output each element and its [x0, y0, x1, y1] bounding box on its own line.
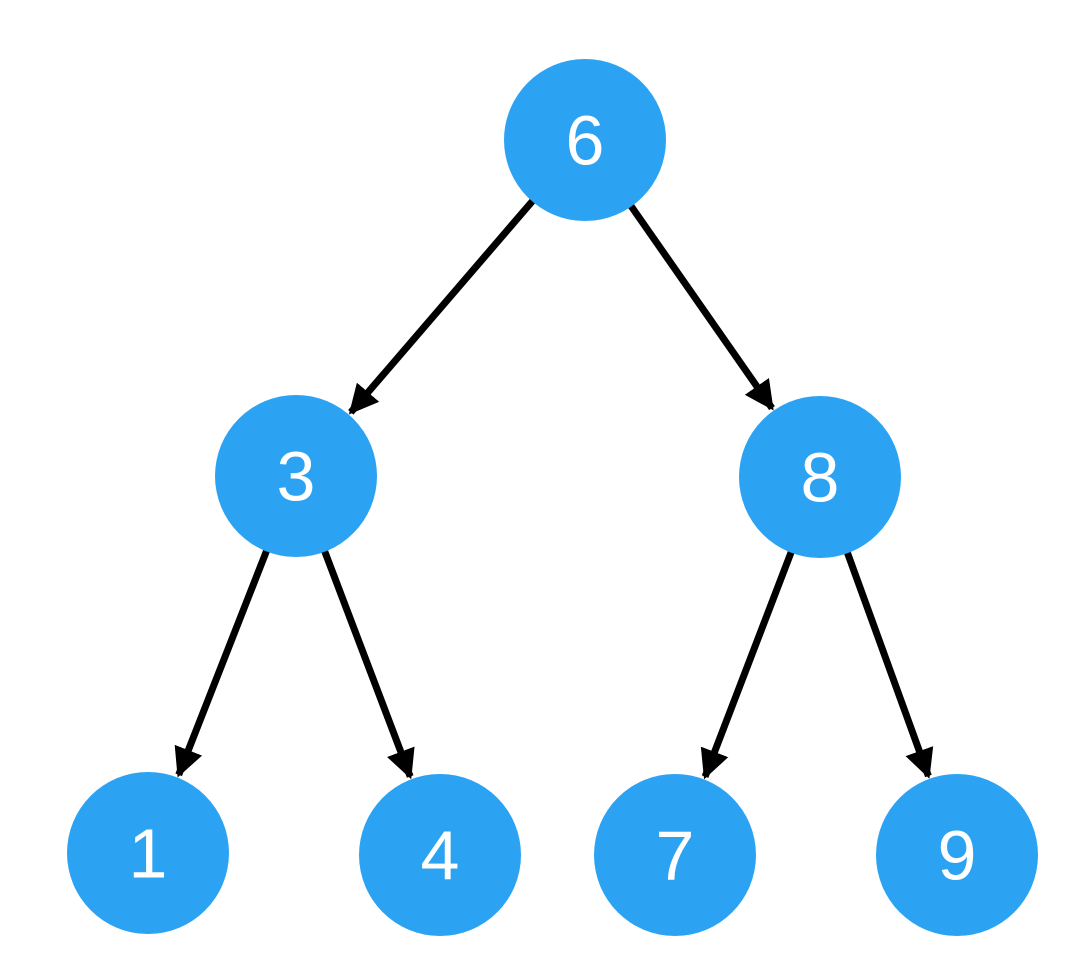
node-circle-3: [215, 395, 377, 557]
tree-node-4: 4: [359, 774, 521, 936]
node-circle-8: [739, 396, 901, 558]
edges-layer: [174, 197, 934, 780]
node-label-1: 1: [129, 815, 168, 893]
node-label-9: 9: [938, 817, 977, 895]
node-label-3: 3: [277, 438, 316, 516]
tree-node-8: 8: [739, 396, 901, 558]
tree-edge-3-1: [174, 548, 271, 778]
tree-node-1: 1: [67, 772, 229, 934]
tree-node-7: 7: [594, 774, 756, 936]
tree-edge-6-3: [348, 197, 537, 415]
tree-edge-3-4: [320, 548, 415, 780]
node-circle-9: [876, 774, 1038, 936]
node-circle-7: [594, 774, 756, 936]
node-label-8: 8: [801, 439, 840, 517]
node-label-7: 7: [656, 817, 695, 895]
node-circle-6: [504, 59, 666, 221]
nodes-layer: 6 3 8 1 4 7 9: [67, 59, 1038, 936]
node-label-4: 4: [421, 817, 460, 895]
tree-node-6: 6: [504, 59, 666, 221]
node-circle-1: [67, 772, 229, 934]
tree-edge-8-7: [700, 549, 795, 780]
tree-node-9: 9: [876, 774, 1038, 936]
node-label-6: 6: [566, 102, 605, 180]
tree-edge-6-8: [627, 202, 775, 411]
tree-node-3: 3: [215, 395, 377, 557]
node-circle-4: [359, 774, 521, 936]
tree-edge-8-9: [843, 550, 934, 779]
